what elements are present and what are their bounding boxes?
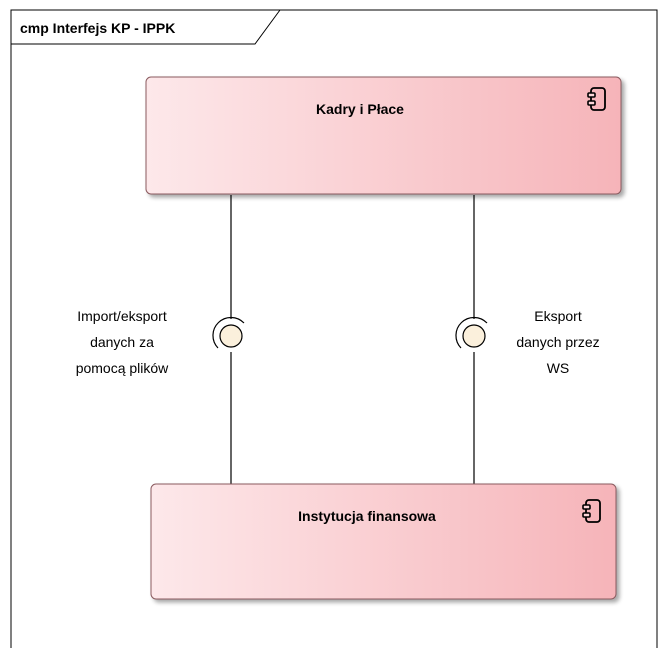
component-icon bbox=[587, 87, 606, 111]
component-box bbox=[145, 76, 622, 195]
connectors bbox=[230, 195, 475, 484]
interface-eksport-ws[interactable]: Eksport danych przez WS bbox=[455, 308, 600, 376]
interface-label-line: Eksport bbox=[534, 308, 582, 324]
required-interface-socket bbox=[455, 316, 488, 349]
required-interface-socket bbox=[212, 316, 245, 349]
interface-label-line: pomocą plików bbox=[76, 360, 169, 376]
interface-label-line: danych za bbox=[90, 334, 154, 350]
frame-title: cmp Interfejs KP - IPPK bbox=[20, 20, 175, 36]
component-name: Instytucja finansowa bbox=[298, 508, 436, 524]
provided-interface-ball bbox=[462, 324, 486, 348]
interface-label-line: Import/eksport bbox=[77, 308, 167, 324]
interface-label-line: WS bbox=[547, 360, 570, 376]
interface-import-eksport[interactable]: Import/eksport danych za pomocą plików bbox=[76, 308, 245, 376]
component-icon bbox=[582, 499, 601, 523]
component-name: Kadry i Płace bbox=[316, 101, 404, 117]
interface-label-line: danych przez bbox=[516, 334, 599, 350]
component-kadry-i-place[interactable]: Kadry i Płace bbox=[145, 76, 622, 195]
provided-interface-ball bbox=[219, 324, 243, 348]
frame-title-tab bbox=[11, 9, 281, 45]
component-box bbox=[150, 483, 617, 600]
component-instytucja-finansowa[interactable]: Instytucja finansowa bbox=[150, 483, 617, 600]
diagram-frame: cmp Interfejs KP - IPPK bbox=[10, 9, 658, 648]
